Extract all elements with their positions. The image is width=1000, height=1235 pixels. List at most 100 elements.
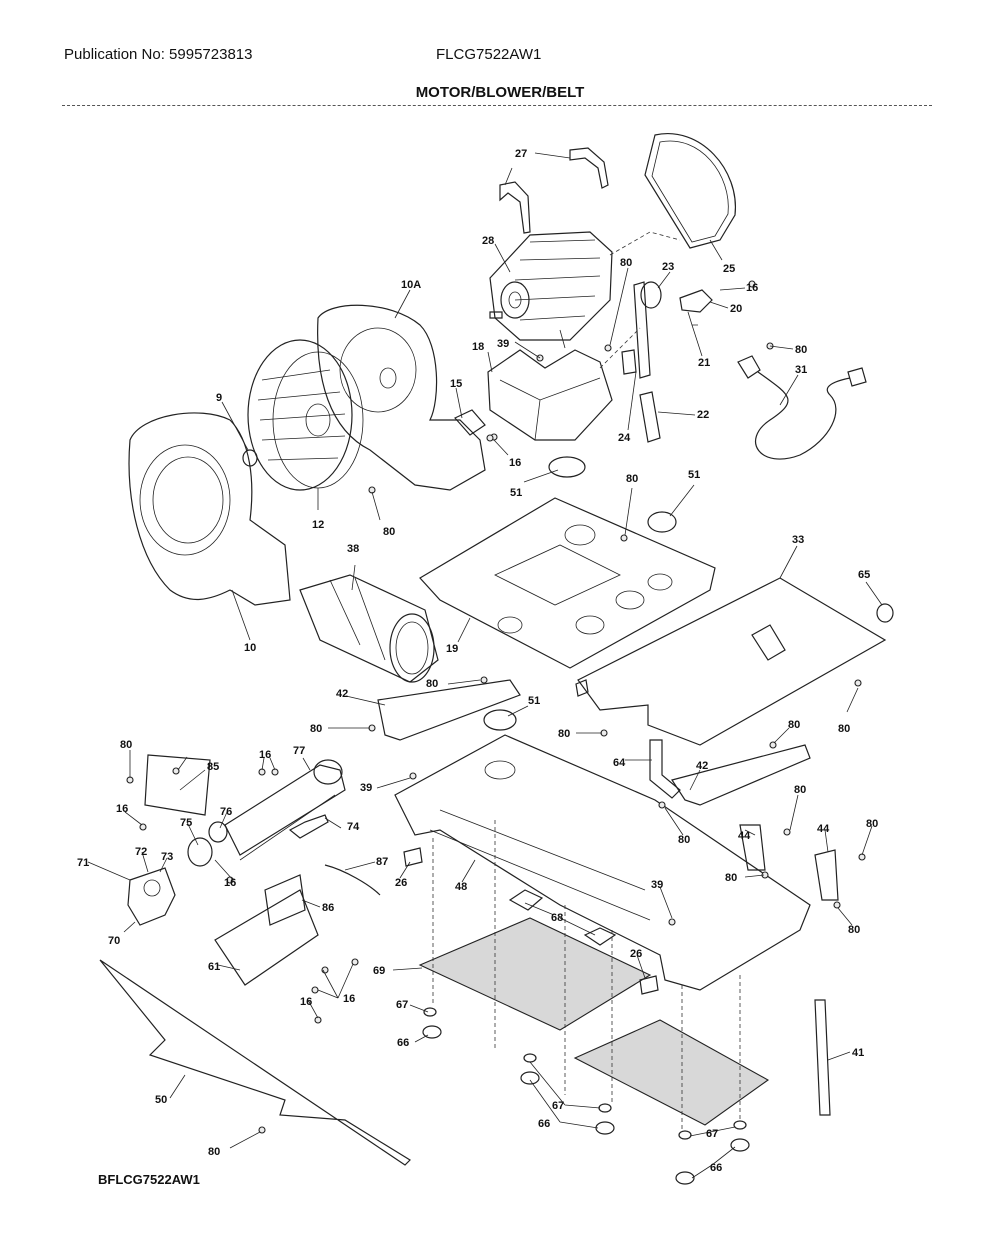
callout-label: 80 xyxy=(725,872,737,884)
leg-bracket-44-right xyxy=(814,849,839,901)
grommet-right xyxy=(647,511,677,533)
callout-label: 67 xyxy=(396,999,408,1011)
gas-valve xyxy=(127,867,176,926)
callout-label: 80 xyxy=(795,344,807,356)
callout-label: 80 xyxy=(383,526,395,538)
callout-label: 26 xyxy=(395,877,407,889)
model-number: FLCG7522AW1 xyxy=(436,46,542,63)
section-title: MOTOR/BLOWER/BELT xyxy=(415,84,585,101)
callout-label: 50 xyxy=(155,1094,167,1106)
main-base-48 xyxy=(394,734,811,991)
callout-label: 80 xyxy=(678,834,690,846)
callout-label: 44 xyxy=(817,823,830,835)
callout-label: 16 xyxy=(509,457,521,469)
idler-arm xyxy=(633,281,651,379)
bumper-65 xyxy=(876,603,894,623)
callout-label: 80 xyxy=(620,257,632,269)
callout-label: 80 xyxy=(848,924,860,936)
leg-bracket-44-left xyxy=(739,824,766,871)
callout-label: 19 xyxy=(446,643,458,655)
rail-41 xyxy=(814,999,831,1116)
callout-label: 44 xyxy=(738,830,751,842)
diagram-id: BFLCG7522AW1 xyxy=(98,1172,200,1187)
callout-label: 80 xyxy=(310,723,322,735)
callout-label: 66 xyxy=(538,1118,550,1130)
callout-labels: 27 25 28 80 23 16 20 10A 21 80 39 18 15 … xyxy=(77,148,878,1174)
callout-label: 85 xyxy=(207,761,219,773)
callout-label: 48 xyxy=(455,881,467,893)
callout-label: 80 xyxy=(626,473,638,485)
callout-label: 20 xyxy=(730,303,742,315)
callout-label: 71 xyxy=(77,857,89,869)
callout-label: 16 xyxy=(259,749,271,761)
exhaust-duct xyxy=(299,574,439,683)
callout-label: 15 xyxy=(450,378,462,390)
callout-label: 33 xyxy=(792,534,804,546)
spacer-26-left xyxy=(403,847,423,867)
motor-mount-bracket xyxy=(487,329,613,441)
header-divider xyxy=(62,105,932,106)
callout-label: 51 xyxy=(510,487,522,499)
blower-housing-10a xyxy=(317,304,486,491)
callout-label: 38 xyxy=(347,543,359,555)
grommet-top xyxy=(548,456,586,478)
power-cord xyxy=(737,355,867,460)
callout-label: 25 xyxy=(723,263,735,275)
callout-label: 16 xyxy=(224,877,236,889)
callout-label: 72 xyxy=(135,846,147,858)
callout-label: 69 xyxy=(373,965,385,977)
callout-label: 9 xyxy=(216,392,222,404)
callout-label: 74 xyxy=(347,821,360,833)
idler-pulley xyxy=(640,281,662,309)
callout-label: 26 xyxy=(630,948,642,960)
bracket-86 xyxy=(264,874,306,926)
callout-label: 31 xyxy=(795,364,807,376)
motor-clip-right xyxy=(569,147,609,189)
callout-label: 80 xyxy=(426,678,438,690)
callout-label: 87 xyxy=(376,856,388,868)
callout-label: 16 xyxy=(300,996,312,1008)
callout-label: 12 xyxy=(312,519,324,531)
callout-label: 80 xyxy=(558,728,570,740)
leader-lines xyxy=(87,152,883,1179)
callout-label: 66 xyxy=(710,1162,722,1174)
blower-wheel xyxy=(247,339,364,491)
support-bracket-right xyxy=(671,744,811,806)
callout-label: 70 xyxy=(108,935,120,947)
callout-label: 66 xyxy=(397,1037,409,1049)
callout-label: 23 xyxy=(662,261,674,273)
drive-belt xyxy=(644,133,736,249)
callout-label: 39 xyxy=(497,338,509,350)
callout-label: 51 xyxy=(688,469,700,481)
callout-label: 68 xyxy=(551,912,563,924)
motor-clip-left xyxy=(499,181,531,234)
base-shield-33 xyxy=(575,577,887,746)
drive-motor xyxy=(489,231,681,341)
callout-label: 21 xyxy=(698,357,710,369)
callout-label: 67 xyxy=(706,1128,718,1140)
callout-label: 28 xyxy=(482,235,494,247)
callout-label: 64 xyxy=(613,757,626,769)
callout-label: 27 xyxy=(515,148,527,160)
valve-bracket-61 xyxy=(214,889,319,986)
callout-label: 16 xyxy=(343,993,355,1005)
grommet-center xyxy=(483,709,517,731)
insulation-pad-lower xyxy=(573,1019,770,1126)
callout-label: 77 xyxy=(293,745,305,757)
callout-label: 42 xyxy=(336,688,348,700)
callout-label: 80 xyxy=(866,818,878,830)
callout-label: 61 xyxy=(208,961,220,973)
callout-label: 80 xyxy=(794,784,806,796)
igniter-74 xyxy=(288,814,329,839)
callout-label: 75 xyxy=(180,817,192,829)
callout-label: 22 xyxy=(697,409,709,421)
drain-tube xyxy=(649,739,681,799)
burner-assembly xyxy=(187,759,346,867)
idler-switch xyxy=(679,289,713,313)
base-pan-19 xyxy=(419,497,716,669)
callout-label: 16 xyxy=(116,803,128,815)
bracket-85 xyxy=(144,754,211,816)
callout-label: 80 xyxy=(120,739,132,751)
insulation-pad-upper xyxy=(418,917,652,1031)
